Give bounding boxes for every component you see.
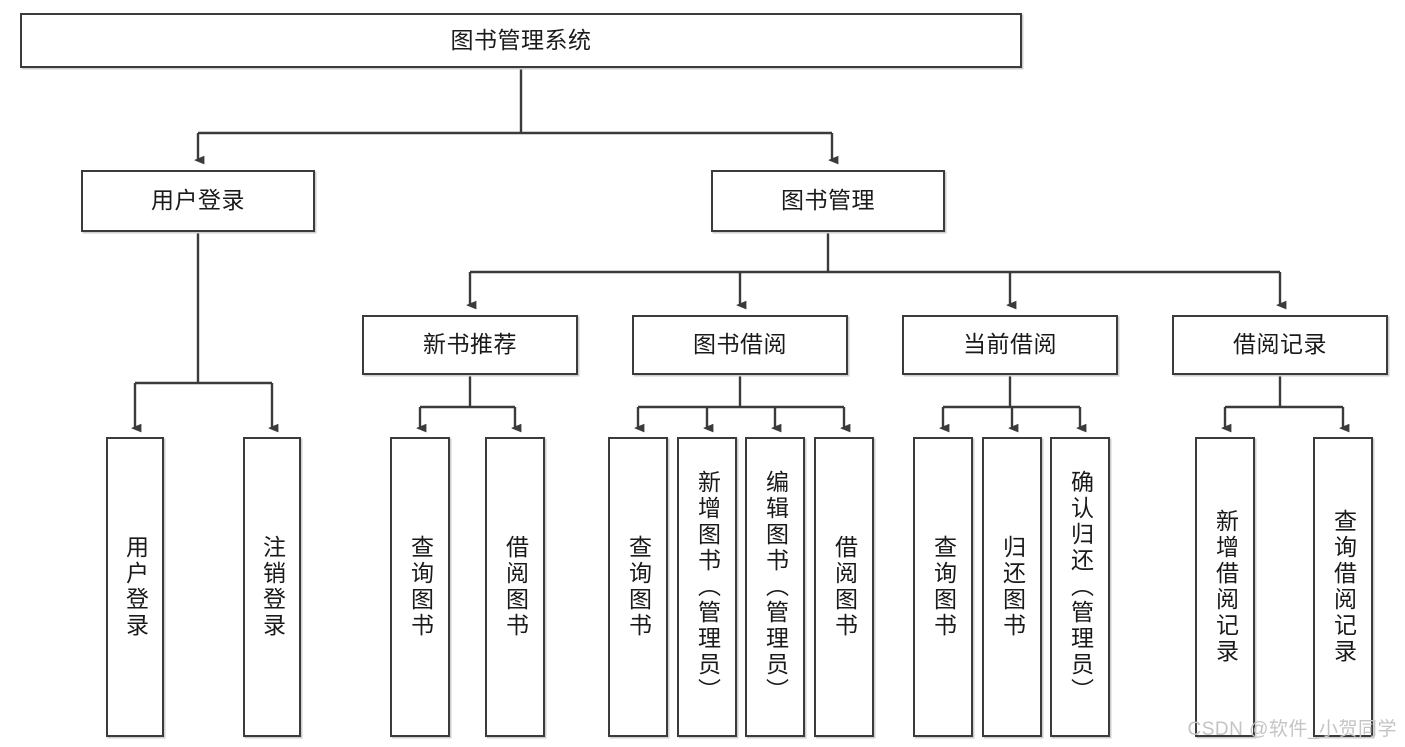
node-label: 图书借阅: [693, 331, 787, 358]
node-book-borrow[interactable]: 图书借阅: [632, 315, 848, 375]
leaf-query-book-borrow[interactable]: 查询图书: [608, 437, 668, 737]
leaf-query-book-recommend[interactable]: 查询图书: [390, 437, 450, 737]
csdn-watermark: CSDN @软件_小贺同学: [1187, 719, 1397, 740]
leaf-add-borrow-record[interactable]: 新增借阅记录: [1195, 437, 1255, 737]
node-label: 用户登录: [151, 187, 245, 214]
node-label: 图书管理系统: [450, 26, 592, 53]
node-label: 新增借阅记录: [1212, 509, 1239, 665]
node-root-system[interactable]: 图书管理系统: [20, 13, 1022, 68]
node-label: 图书管理: [781, 187, 875, 214]
leaf-confirm-return-admin[interactable]: 确认归还（管理员）: [1050, 437, 1110, 737]
node-label: 新增图书（管理员）: [694, 470, 721, 704]
node-label: 借阅图书: [831, 535, 858, 639]
leaf-query-book-current[interactable]: 查询图书: [913, 437, 973, 737]
node-new-book-recommend[interactable]: 新书推荐: [362, 315, 578, 375]
node-label: 当前借阅: [963, 331, 1057, 358]
node-user-login[interactable]: 用户登录: [81, 170, 315, 232]
leaf-user-login[interactable]: 用户登录: [106, 437, 164, 737]
node-label: 新书推荐: [423, 331, 517, 358]
node-label: 查询借阅记录: [1330, 509, 1357, 665]
node-current-borrow[interactable]: 当前借阅: [902, 315, 1118, 375]
node-label: 用户登录: [122, 535, 149, 639]
node-label: 查询图书: [407, 535, 434, 639]
node-label: 借阅记录: [1233, 331, 1327, 358]
node-book-management[interactable]: 图书管理: [711, 170, 945, 232]
node-label: 确认归还（管理员）: [1067, 470, 1094, 704]
node-label: 注销登录: [259, 535, 286, 639]
node-label: 编辑图书（管理员）: [762, 470, 789, 704]
leaf-query-borrow-record[interactable]: 查询借阅记录: [1313, 437, 1373, 737]
leaf-borrow-book-recommend[interactable]: 借阅图书: [485, 437, 545, 737]
node-label: 归还图书: [999, 535, 1026, 639]
node-label: 查询图书: [625, 535, 652, 639]
node-label: 查询图书: [930, 535, 957, 639]
leaf-return-book[interactable]: 归还图书: [982, 437, 1042, 737]
leaf-add-book-admin[interactable]: 新增图书（管理员）: [677, 437, 737, 737]
node-label: 借阅图书: [502, 535, 529, 639]
node-borrow-record[interactable]: 借阅记录: [1172, 315, 1388, 375]
leaf-borrow-book[interactable]: 借阅图书: [814, 437, 874, 737]
leaf-logout[interactable]: 注销登录: [243, 437, 301, 737]
leaf-edit-book-admin[interactable]: 编辑图书（管理员）: [745, 437, 805, 737]
